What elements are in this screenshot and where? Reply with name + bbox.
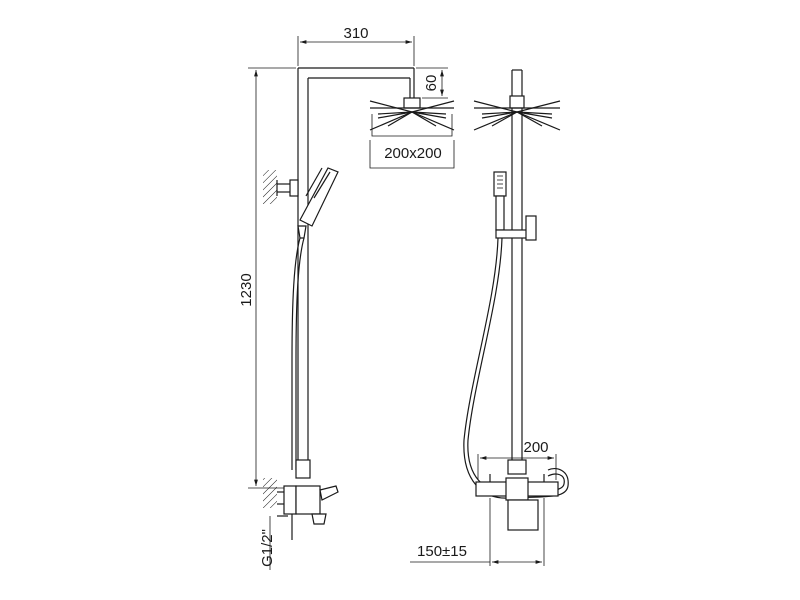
shower-hose-front <box>463 237 569 499</box>
wall-bracket <box>276 179 299 197</box>
label-inlet-spacing: 150±15 <box>417 543 467 560</box>
label-thread: G1/2" <box>259 529 276 567</box>
side-view: 310 60 200x200 1230 G1/2" <box>238 25 455 570</box>
dimension-thread: G1/2" <box>259 516 276 570</box>
front-view: 200 150±15 <box>410 69 569 566</box>
shower-column-front <box>509 69 525 460</box>
shower-hose-side <box>291 237 305 470</box>
mixer-valve-side <box>277 459 339 540</box>
rain-shower-head-front <box>473 100 561 131</box>
label-column-height: 1230 <box>238 273 255 306</box>
dimension-inlet-spacing: 150±15 <box>410 498 545 566</box>
dimension-head-size: 200x200 <box>369 140 455 169</box>
dimension-mixer-width: 200 <box>477 439 557 480</box>
wall-hatch-bottom <box>263 478 277 508</box>
dimension-head-drop: 60 <box>416 67 448 99</box>
hand-shower-front <box>493 171 537 241</box>
label-mixer-width: 200 <box>523 439 548 456</box>
dimension-arm-length: 310 <box>297 25 415 66</box>
mixer-valve-front <box>475 459 559 531</box>
hand-shower-side <box>297 167 339 239</box>
wall-hatch-top <box>263 170 277 204</box>
label-head-drop: 60 <box>423 75 440 92</box>
rain-shower-head-side <box>369 97 455 137</box>
shower-column <box>297 67 415 470</box>
label-arm-length: 310 <box>343 25 368 42</box>
label-head-size: 200x200 <box>384 145 442 162</box>
dimension-column-height: 1230 <box>238 67 296 489</box>
